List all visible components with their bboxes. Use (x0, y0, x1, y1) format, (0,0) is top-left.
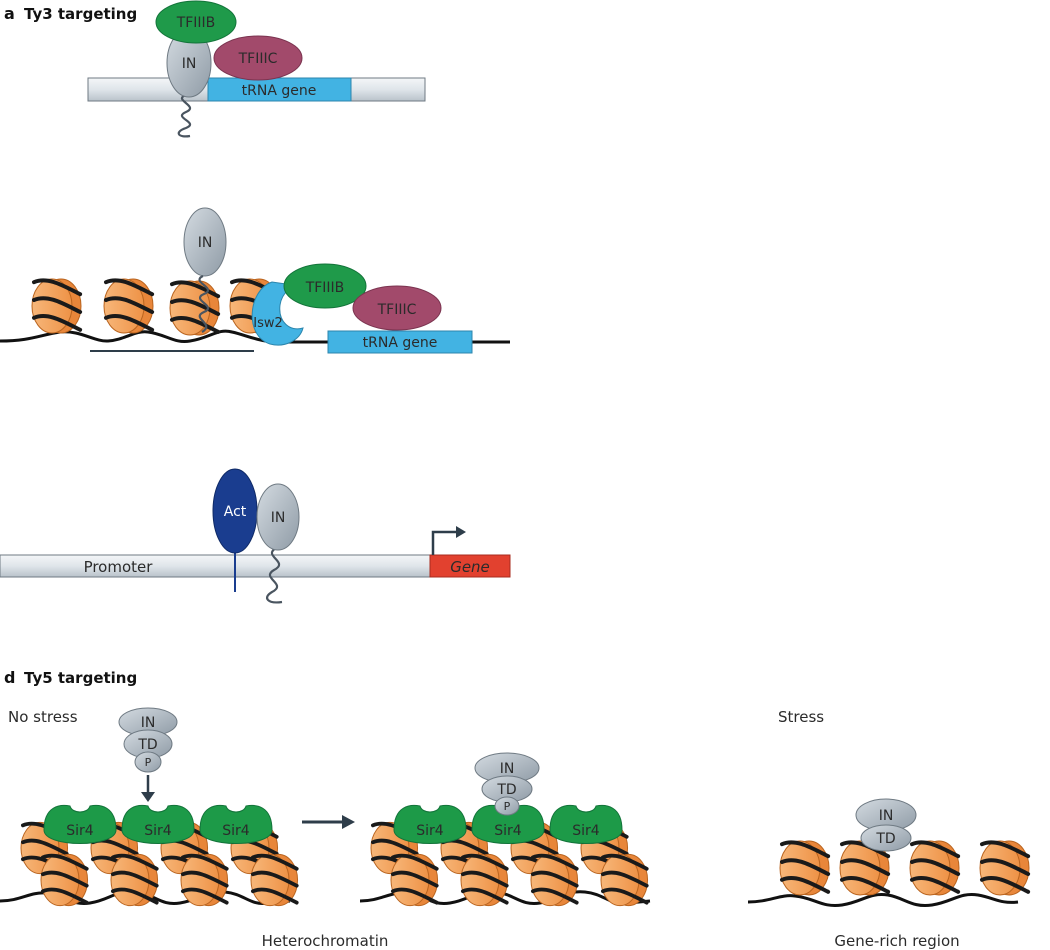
trna-gene-label: tRNA gene (242, 83, 317, 99)
no-stress-label: No stress (8, 708, 78, 726)
td-label-stress: TD (875, 831, 895, 847)
nucleosome-row-middle (31, 278, 281, 336)
nucleosome (103, 278, 155, 334)
ty5-complex-unbound: IN TD P (118, 707, 178, 773)
tfiiib-label: TFIIIB (176, 15, 216, 31)
p-label-d: P (145, 756, 152, 769)
stress-label: Stress (778, 708, 824, 726)
sir4-label: Sir4 (66, 823, 94, 839)
in-tail-squiggle-middle (198, 275, 210, 333)
binding-arrowhead (141, 792, 155, 802)
nucleosome (839, 840, 891, 896)
gene-label: Gene (450, 558, 490, 576)
tfiiib-protein-middle (283, 263, 367, 309)
sir4-row-2: Sir4 Sir4 Sir4 (393, 804, 623, 844)
nucleosome (530, 853, 579, 907)
trna-gene-box-middle (327, 330, 473, 354)
sir4-label: Sir4 (222, 823, 250, 839)
nucleosome (180, 853, 229, 907)
tfiiic-label-middle: TFIIIC (377, 302, 417, 318)
td-domain-stress (860, 824, 912, 852)
sir4-protein: Sir4 (393, 804, 467, 844)
nucleosome (110, 853, 159, 907)
in-label-bound: IN (500, 761, 515, 777)
nucleosome (460, 853, 509, 907)
gene-rich-region: IN TD Gene-rich region (747, 798, 1031, 950)
in-label: IN (182, 56, 197, 72)
nucleosome (250, 853, 299, 907)
tfiiib-label-middle: TFIIIB (305, 280, 345, 296)
ty3-promoter-complex: Promoter Gene Act IN (0, 468, 511, 604)
tfiiib-protein (155, 0, 237, 44)
heterochromatin-block-2: Sir4 Sir4 Sir4 IN TD P Heterochromatin (262, 752, 651, 950)
isw2-protein (251, 281, 304, 346)
nucleosome (390, 853, 439, 907)
sir4-label: Sir4 (572, 823, 600, 839)
td-label-bound: TD (496, 782, 516, 798)
in-tail-squiggle (177, 93, 192, 138)
gene-rich-label: Gene-rich region (834, 932, 959, 950)
panel-a-title: Ty3 targeting (24, 5, 137, 23)
nucleosome (909, 840, 961, 896)
sir4-label: Sir4 (494, 823, 522, 839)
trna-gene-label-middle: tRNA gene (363, 335, 438, 351)
transcription-arrowhead (456, 526, 466, 538)
in-tail-squiggle-c (265, 547, 283, 604)
heterochromatin-block-1: Sir4 Sir4 Sir4 IN TD P (0, 707, 299, 907)
in-protein-middle (183, 207, 227, 277)
panel-a-letter: a (4, 4, 15, 23)
promoter-bar (0, 554, 431, 578)
transition-arrowhead (342, 815, 355, 829)
tfiiic-protein (213, 35, 303, 81)
promoter-label: Promoter (84, 558, 154, 576)
in-label-stress: IN (879, 808, 894, 824)
sir4-protein: Sir4 (199, 804, 273, 844)
isw2-label: Isw2 (253, 316, 283, 331)
ty5-complex-bound: IN TD P (474, 752, 540, 816)
sir4-label: Sir4 (416, 823, 444, 839)
nucleosome (169, 280, 221, 336)
p-label-bound: P (504, 800, 511, 813)
nucleosome (779, 840, 831, 896)
nucleosome (979, 840, 1031, 896)
p-domain-bound (494, 796, 520, 816)
in-label-middle: IN (198, 235, 213, 251)
sir4-protein: Sir4 (549, 804, 623, 844)
panel-d-title: Ty5 targeting (24, 669, 137, 687)
sir4-protein: Sir4 (43, 804, 117, 844)
ty3-chromatin-complex: Isw2 tRNA gene TFIIIB TFIIIC IN (0, 207, 510, 354)
panel-d-letter: d (4, 668, 15, 687)
transcription-arrow (431, 530, 458, 555)
dna-strand-d3 (747, 892, 1019, 908)
nucleosome (31, 278, 83, 334)
nucleosome-row-gene-rich (779, 840, 1031, 896)
trna-gene-box (207, 77, 352, 102)
in-protein-c (256, 483, 300, 551)
sir4-protein: Sir4 (471, 804, 545, 844)
nucleosome (40, 853, 89, 907)
td-label-d: TD (137, 737, 157, 753)
in-label-c: IN (271, 510, 286, 526)
in-label-d: IN (141, 715, 156, 731)
nucleosome (600, 853, 649, 907)
sir4-label: Sir4 (144, 823, 172, 839)
heterochromatin-label: Heterochromatin (262, 932, 389, 950)
p-domain (134, 751, 162, 773)
gene-box (429, 554, 511, 578)
act-label: Act (224, 504, 247, 520)
ty5-complex-stress: IN TD (855, 798, 917, 852)
tfiiic-label: TFIIIC (238, 51, 278, 67)
ty3-trna-complex: tRNA gene IN TFIIIB TFIIIC (87, 0, 426, 138)
sir4-protein: Sir4 (121, 804, 195, 844)
tfiiic-protein-middle (352, 285, 442, 331)
sir4-row-1: Sir4 Sir4 Sir4 (43, 804, 273, 844)
